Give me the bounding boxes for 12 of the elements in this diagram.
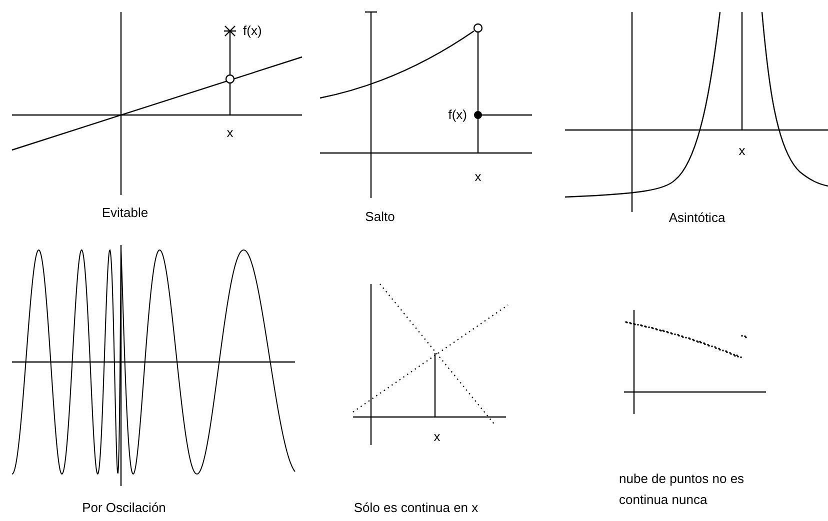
function-label: f(x) — [448, 106, 467, 124]
graph-caption: nube de puntos no es continua nunca — [619, 470, 746, 509]
graph-caption: Por Oscilación — [82, 499, 166, 517]
function-label: f(x) — [243, 22, 262, 40]
graph-caption: Evitable — [102, 204, 148, 222]
axis-label: x — [474, 168, 482, 186]
axis-label: x — [738, 142, 746, 160]
graph-caption: Asintótica — [668, 209, 726, 227]
axis-label: x — [226, 124, 234, 142]
graph-caption: Salto — [365, 208, 395, 226]
axis-label: x — [434, 428, 440, 446]
graph-caption: Sólo es continua en x — [354, 499, 478, 517]
